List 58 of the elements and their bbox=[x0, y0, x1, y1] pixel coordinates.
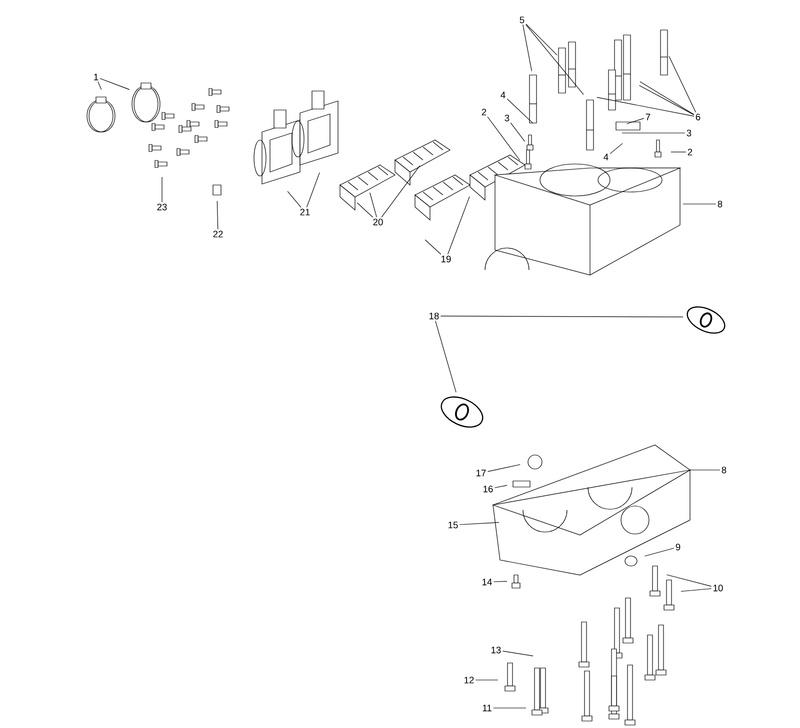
callout-number: 8 bbox=[722, 466, 726, 474]
leader-line bbox=[526, 24, 558, 56]
leader-line bbox=[510, 122, 526, 142]
callout-number: 6 bbox=[696, 114, 700, 120]
leader-line bbox=[381, 165, 420, 218]
leader-line bbox=[506, 98, 534, 124]
leader-line bbox=[666, 574, 712, 587]
leader-line bbox=[493, 580, 508, 582]
leader-line bbox=[668, 56, 696, 113]
leader-line bbox=[680, 588, 712, 592]
leader-line bbox=[98, 81, 102, 90]
leader-line bbox=[448, 196, 470, 255]
callout-number: 10 bbox=[714, 584, 723, 592]
leader-line bbox=[370, 192, 377, 218]
callout-number: 2 bbox=[482, 108, 486, 116]
callout-number: 4 bbox=[604, 154, 608, 160]
leader-line bbox=[487, 464, 520, 472]
callout-number: 11 bbox=[482, 704, 492, 712]
callout-number: 7 bbox=[646, 114, 650, 120]
callout-number: 3 bbox=[504, 114, 510, 122]
leader-line bbox=[644, 548, 674, 556]
leader-line bbox=[626, 118, 644, 124]
callout-number: 16 bbox=[484, 486, 493, 492]
callout-number: 9 bbox=[676, 544, 680, 550]
leader-line bbox=[526, 24, 584, 95]
callout-number: 18 bbox=[430, 312, 439, 320]
callout-number: 1 bbox=[94, 74, 98, 80]
callout-number: 19 bbox=[442, 256, 451, 262]
callout-number: 3 bbox=[686, 130, 692, 136]
leader-line bbox=[435, 320, 456, 393]
callout-number: 22 bbox=[213, 230, 223, 238]
callout-number: 20 bbox=[373, 218, 383, 226]
leader-line bbox=[424, 239, 442, 255]
leader-line bbox=[100, 78, 130, 90]
leader-line bbox=[502, 650, 534, 656]
callout-number: 15 bbox=[448, 522, 458, 528]
leader-line bbox=[522, 24, 532, 72]
callout-number: 14 bbox=[482, 578, 492, 586]
leader-line bbox=[216, 200, 218, 230]
leader-line bbox=[306, 172, 320, 208]
leader-line bbox=[356, 202, 374, 218]
callout-number: 12 bbox=[464, 676, 474, 684]
callout-number: 4 bbox=[500, 92, 506, 98]
leader-line bbox=[622, 132, 686, 134]
leader-line bbox=[610, 143, 623, 154]
callout-number: 23 bbox=[157, 204, 167, 210]
callout-number: 2 bbox=[688, 148, 692, 156]
callout-number: 8 bbox=[718, 200, 722, 208]
callout-number: 5 bbox=[520, 16, 524, 24]
callout-number: 13 bbox=[492, 646, 501, 654]
leader-line bbox=[440, 316, 684, 318]
leader-line bbox=[287, 191, 302, 208]
callout-number: 21 bbox=[300, 208, 310, 216]
leader-line bbox=[494, 485, 508, 488]
leader-line bbox=[596, 97, 694, 116]
callout-number: 17 bbox=[476, 470, 486, 476]
leader-line bbox=[459, 522, 500, 525]
leader-line bbox=[487, 116, 520, 161]
